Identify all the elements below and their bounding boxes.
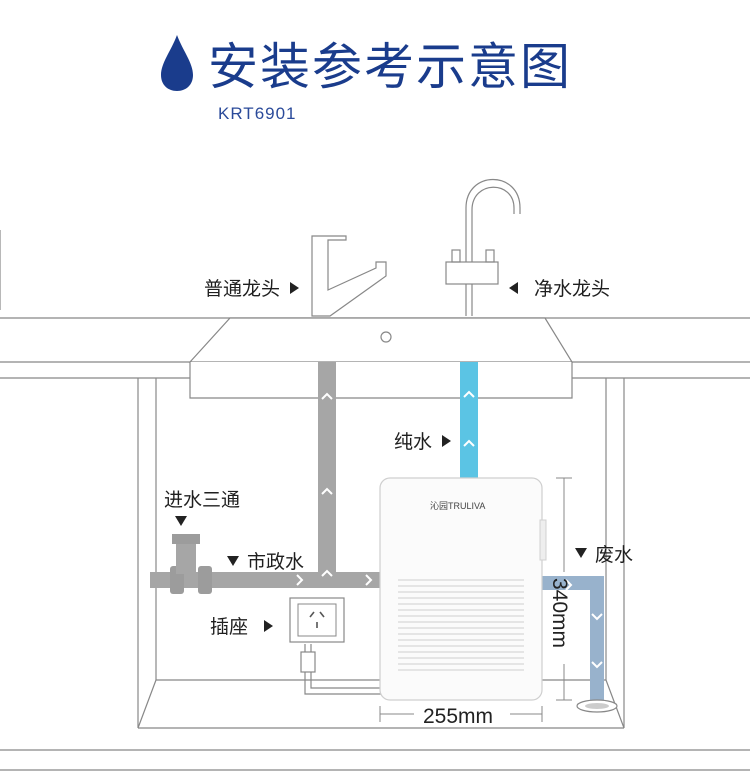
triangle-pointer-icon [442, 435, 451, 447]
model-number: KRT6901 [218, 104, 297, 123]
height-dimension: 340mm [548, 578, 571, 648]
label-pure-water: 纯水 [394, 431, 432, 453]
width-dimension: 255mm [423, 705, 493, 728]
triangle-pointer-icon [175, 516, 187, 526]
power-cord [300, 644, 382, 695]
dimension-lines [379, 477, 572, 722]
wall-socket [289, 597, 345, 643]
label-normal-faucet: 普通龙头 [204, 278, 280, 300]
triangle-pointer-icon [575, 548, 587, 558]
cabinet [0, 230, 750, 771]
label-pure-faucet: 净水龙头 [534, 278, 610, 300]
water-drop-icon [161, 35, 193, 91]
tap-water-pipe [150, 362, 382, 594]
triangle-pointer-icon [290, 282, 299, 294]
pure-water-pipe [460, 362, 478, 480]
triangle-pointer-icon [264, 620, 273, 632]
sink-basin [188, 317, 574, 399]
brand-logo: 沁园TRULIVA [430, 501, 485, 511]
label-municipal-water: 市政水 [247, 551, 304, 573]
header: 安装参考示意图 [158, 28, 572, 98]
page-title: 安装参考示意图 [208, 38, 572, 96]
water-purifier-unit: 沁园TRULIVA [379, 477, 547, 701]
waste-water-pipe [542, 576, 618, 713]
label-tee-inlet: 进水三通 [164, 489, 240, 511]
normal-faucet [311, 235, 387, 317]
triangle-pointer-icon [509, 282, 518, 294]
label-socket: 插座 [210, 616, 248, 638]
label-waste-water: 废水 [595, 544, 633, 566]
pure-water-faucet [445, 178, 521, 316]
triangle-pointer-icon [227, 556, 239, 566]
